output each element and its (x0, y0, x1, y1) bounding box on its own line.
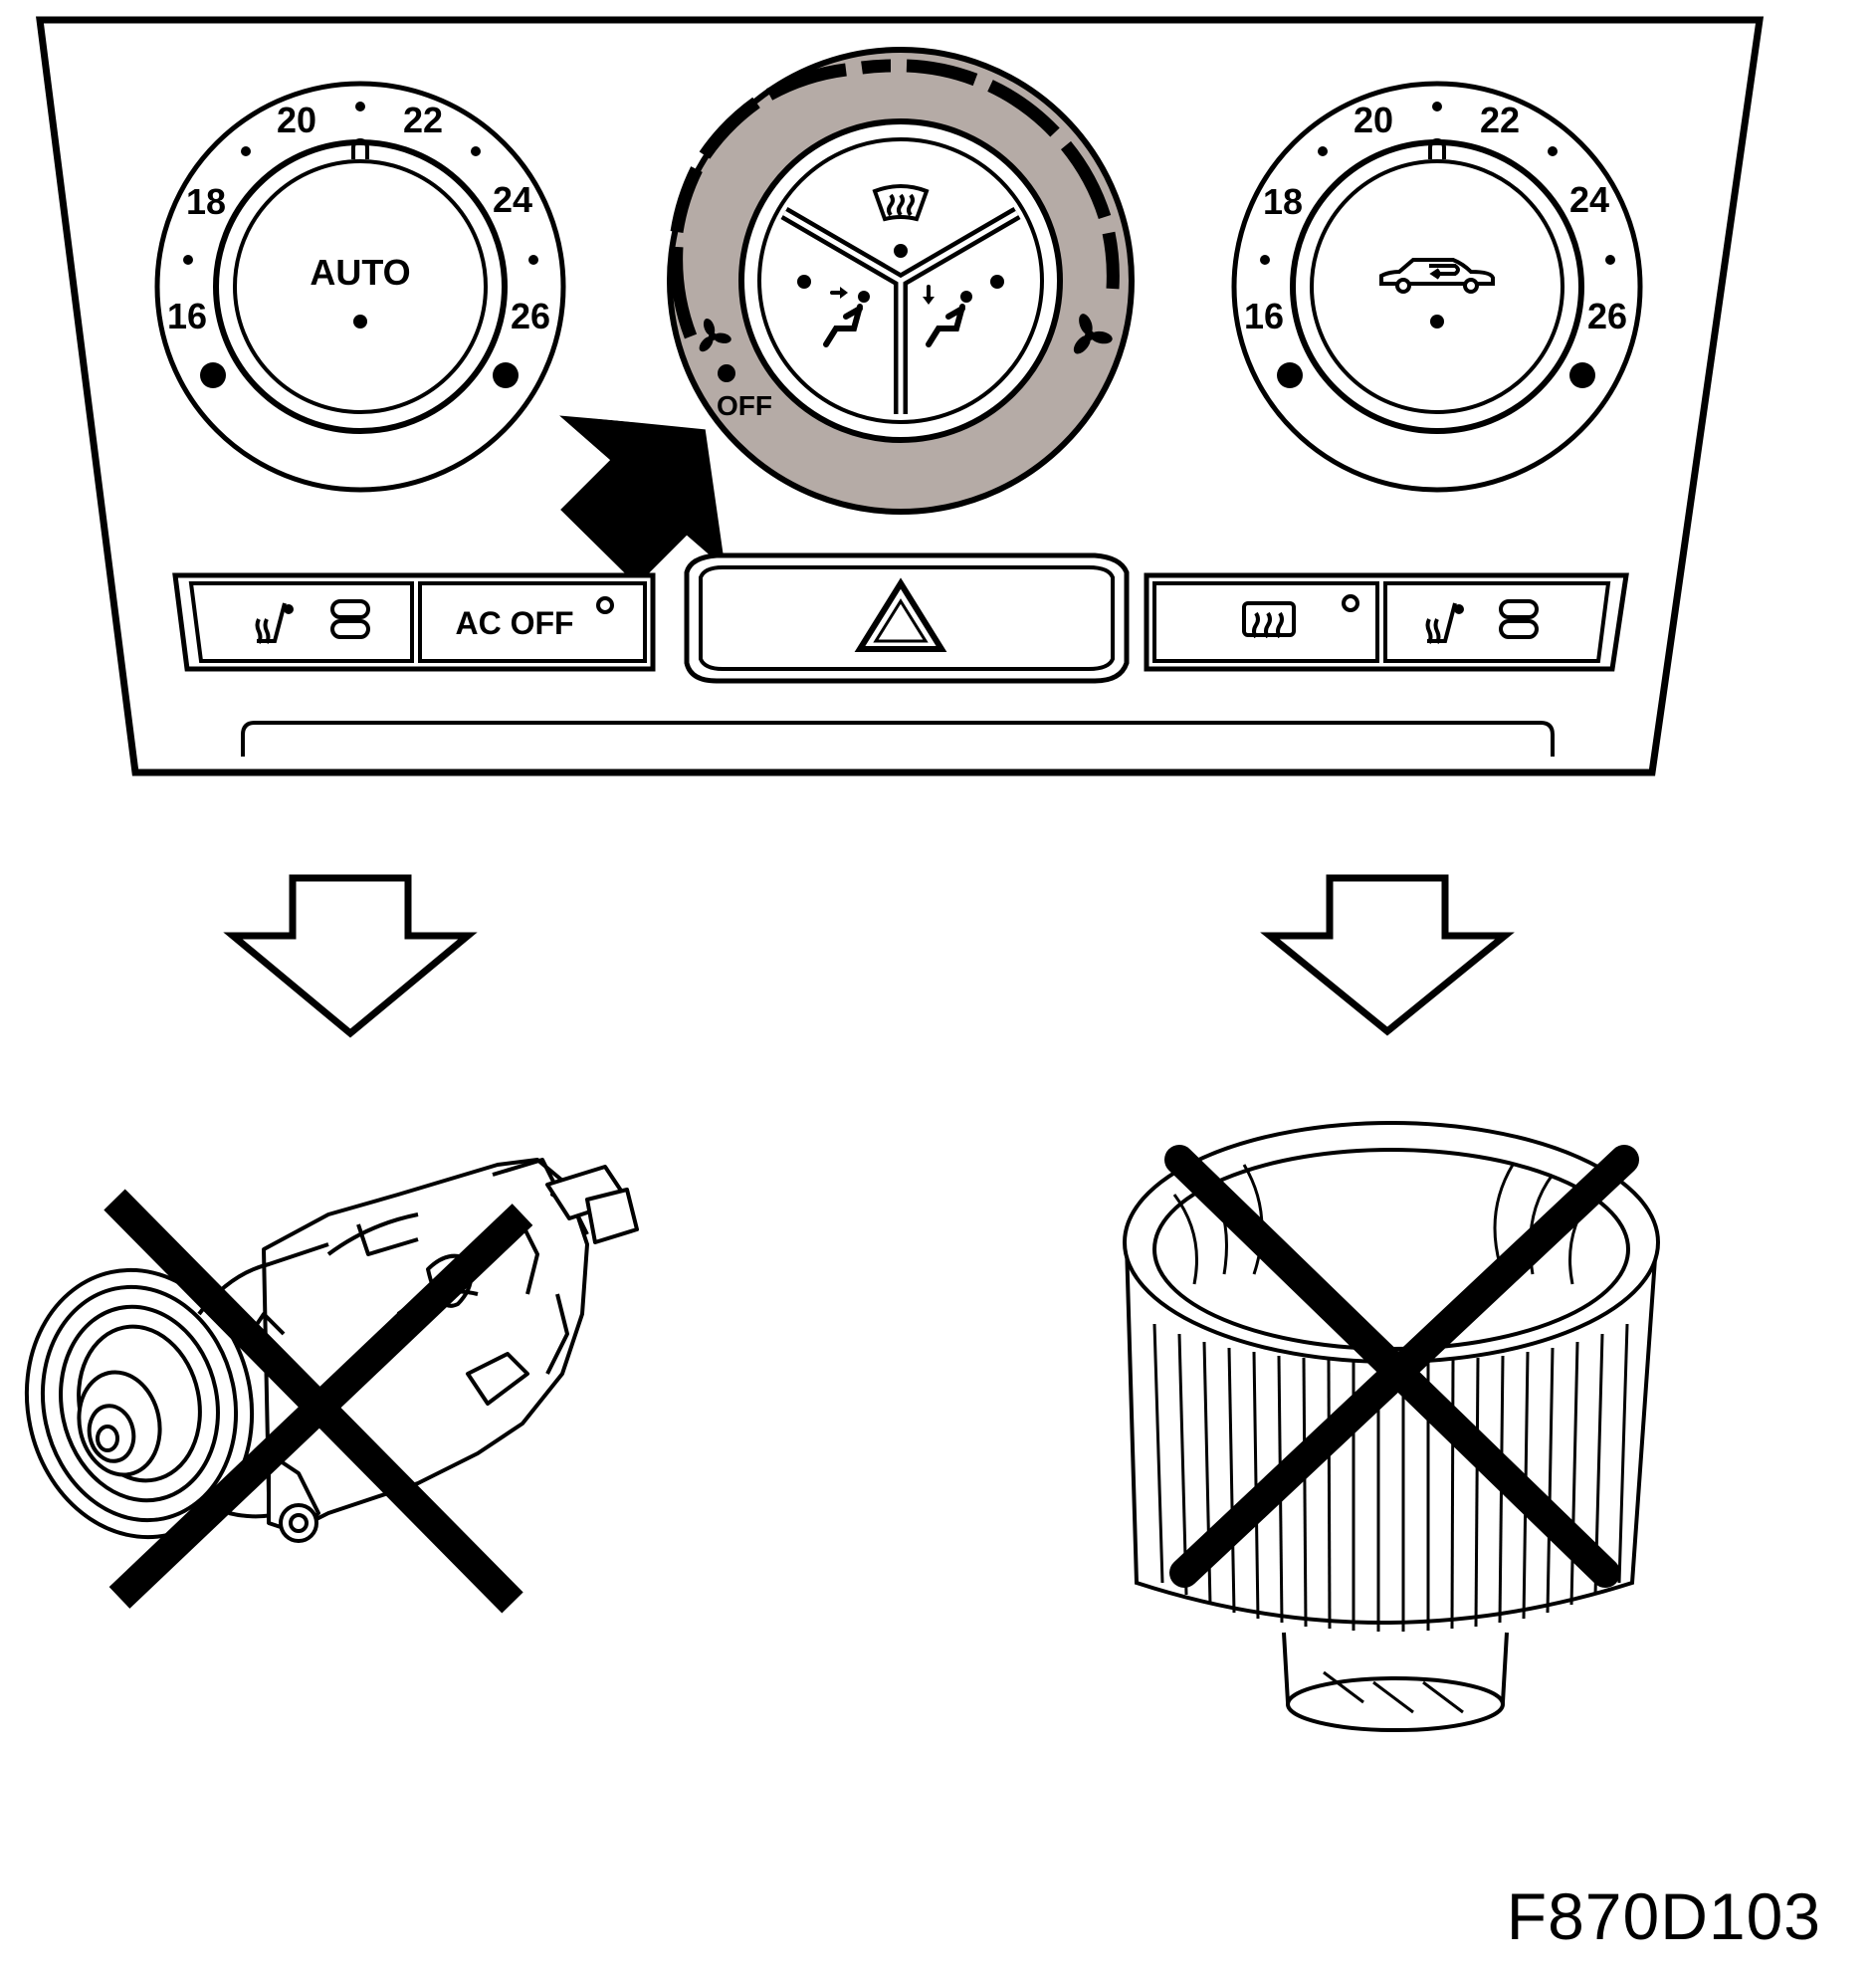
right-temperature-dial[interactable]: 16 18 20 22 24 26 (1231, 81, 1643, 493)
figure-code: F870D103 (1506, 1879, 1821, 1953)
cross-mark-left (104, 1189, 533, 1614)
fan-off-label: OFF (717, 390, 772, 421)
pointer-dot (1430, 315, 1444, 329)
hazard-button[interactable] (684, 552, 1130, 684)
temp-label-22: 22 (403, 100, 443, 140)
ac-off-label: AC OFF (455, 605, 573, 641)
heat-level-indicator (330, 599, 370, 639)
temp-label-22: 22 (1480, 100, 1520, 140)
temp-label-18: 18 (1263, 181, 1303, 222)
seat-heat-icon (1425, 602, 1464, 644)
right-seat-heat-button[interactable] (1425, 599, 1539, 644)
down-arrow-left (223, 874, 478, 1038)
fan-high-icon (1073, 314, 1113, 354)
seat-heat-icon (255, 602, 294, 644)
temp-label-26: 26 (1587, 296, 1627, 336)
temp-label-20: 20 (277, 100, 316, 140)
temp-label-16: 16 (167, 296, 207, 336)
face-vent-icon[interactable] (823, 287, 870, 347)
cross-mark-right (1164, 1145, 1639, 1588)
temp-label-18: 18 (186, 181, 226, 222)
rear-defrost-button[interactable] (1242, 594, 1359, 639)
rear-window-defrost-icon (1242, 601, 1296, 639)
left-button-group (172, 572, 656, 672)
fan-speed-segments (670, 59, 1120, 339)
fan-speed-dial[interactable]: OFF (667, 47, 1135, 515)
temp-label-26: 26 (511, 296, 550, 336)
temp-label-24: 24 (1569, 179, 1609, 220)
ac-off-button[interactable]: AC OFF (455, 596, 614, 641)
temp-label-16: 16 (1244, 296, 1284, 336)
heat-level-indicator (1499, 599, 1539, 639)
windshield-defrost-icon[interactable] (872, 184, 930, 222)
car-recirculation-icon (1379, 258, 1495, 294)
temp-label-20: 20 (1354, 100, 1393, 140)
rear-defrost-indicator-led (1342, 594, 1359, 612)
ac-off-indicator-led (596, 596, 614, 614)
auto-label: AUTO (310, 252, 410, 293)
ac-compressor-illustration (24, 1158, 639, 1543)
fan-low-icon (699, 318, 731, 352)
hazard-triangle-icon (854, 577, 947, 652)
blower-fan-illustration (1123, 1121, 1660, 1732)
left-temperature-dial[interactable]: AUTO 16 18 20 22 24 26 (154, 81, 566, 493)
indicator-arrow (559, 412, 729, 585)
left-seat-heat-button[interactable] (255, 599, 370, 644)
right-button-group (1144, 572, 1629, 672)
temp-label-24: 24 (493, 179, 532, 220)
foot-vent-icon[interactable] (923, 285, 972, 347)
pointer-dot (353, 315, 367, 329)
down-arrow-right (1260, 874, 1515, 1036)
